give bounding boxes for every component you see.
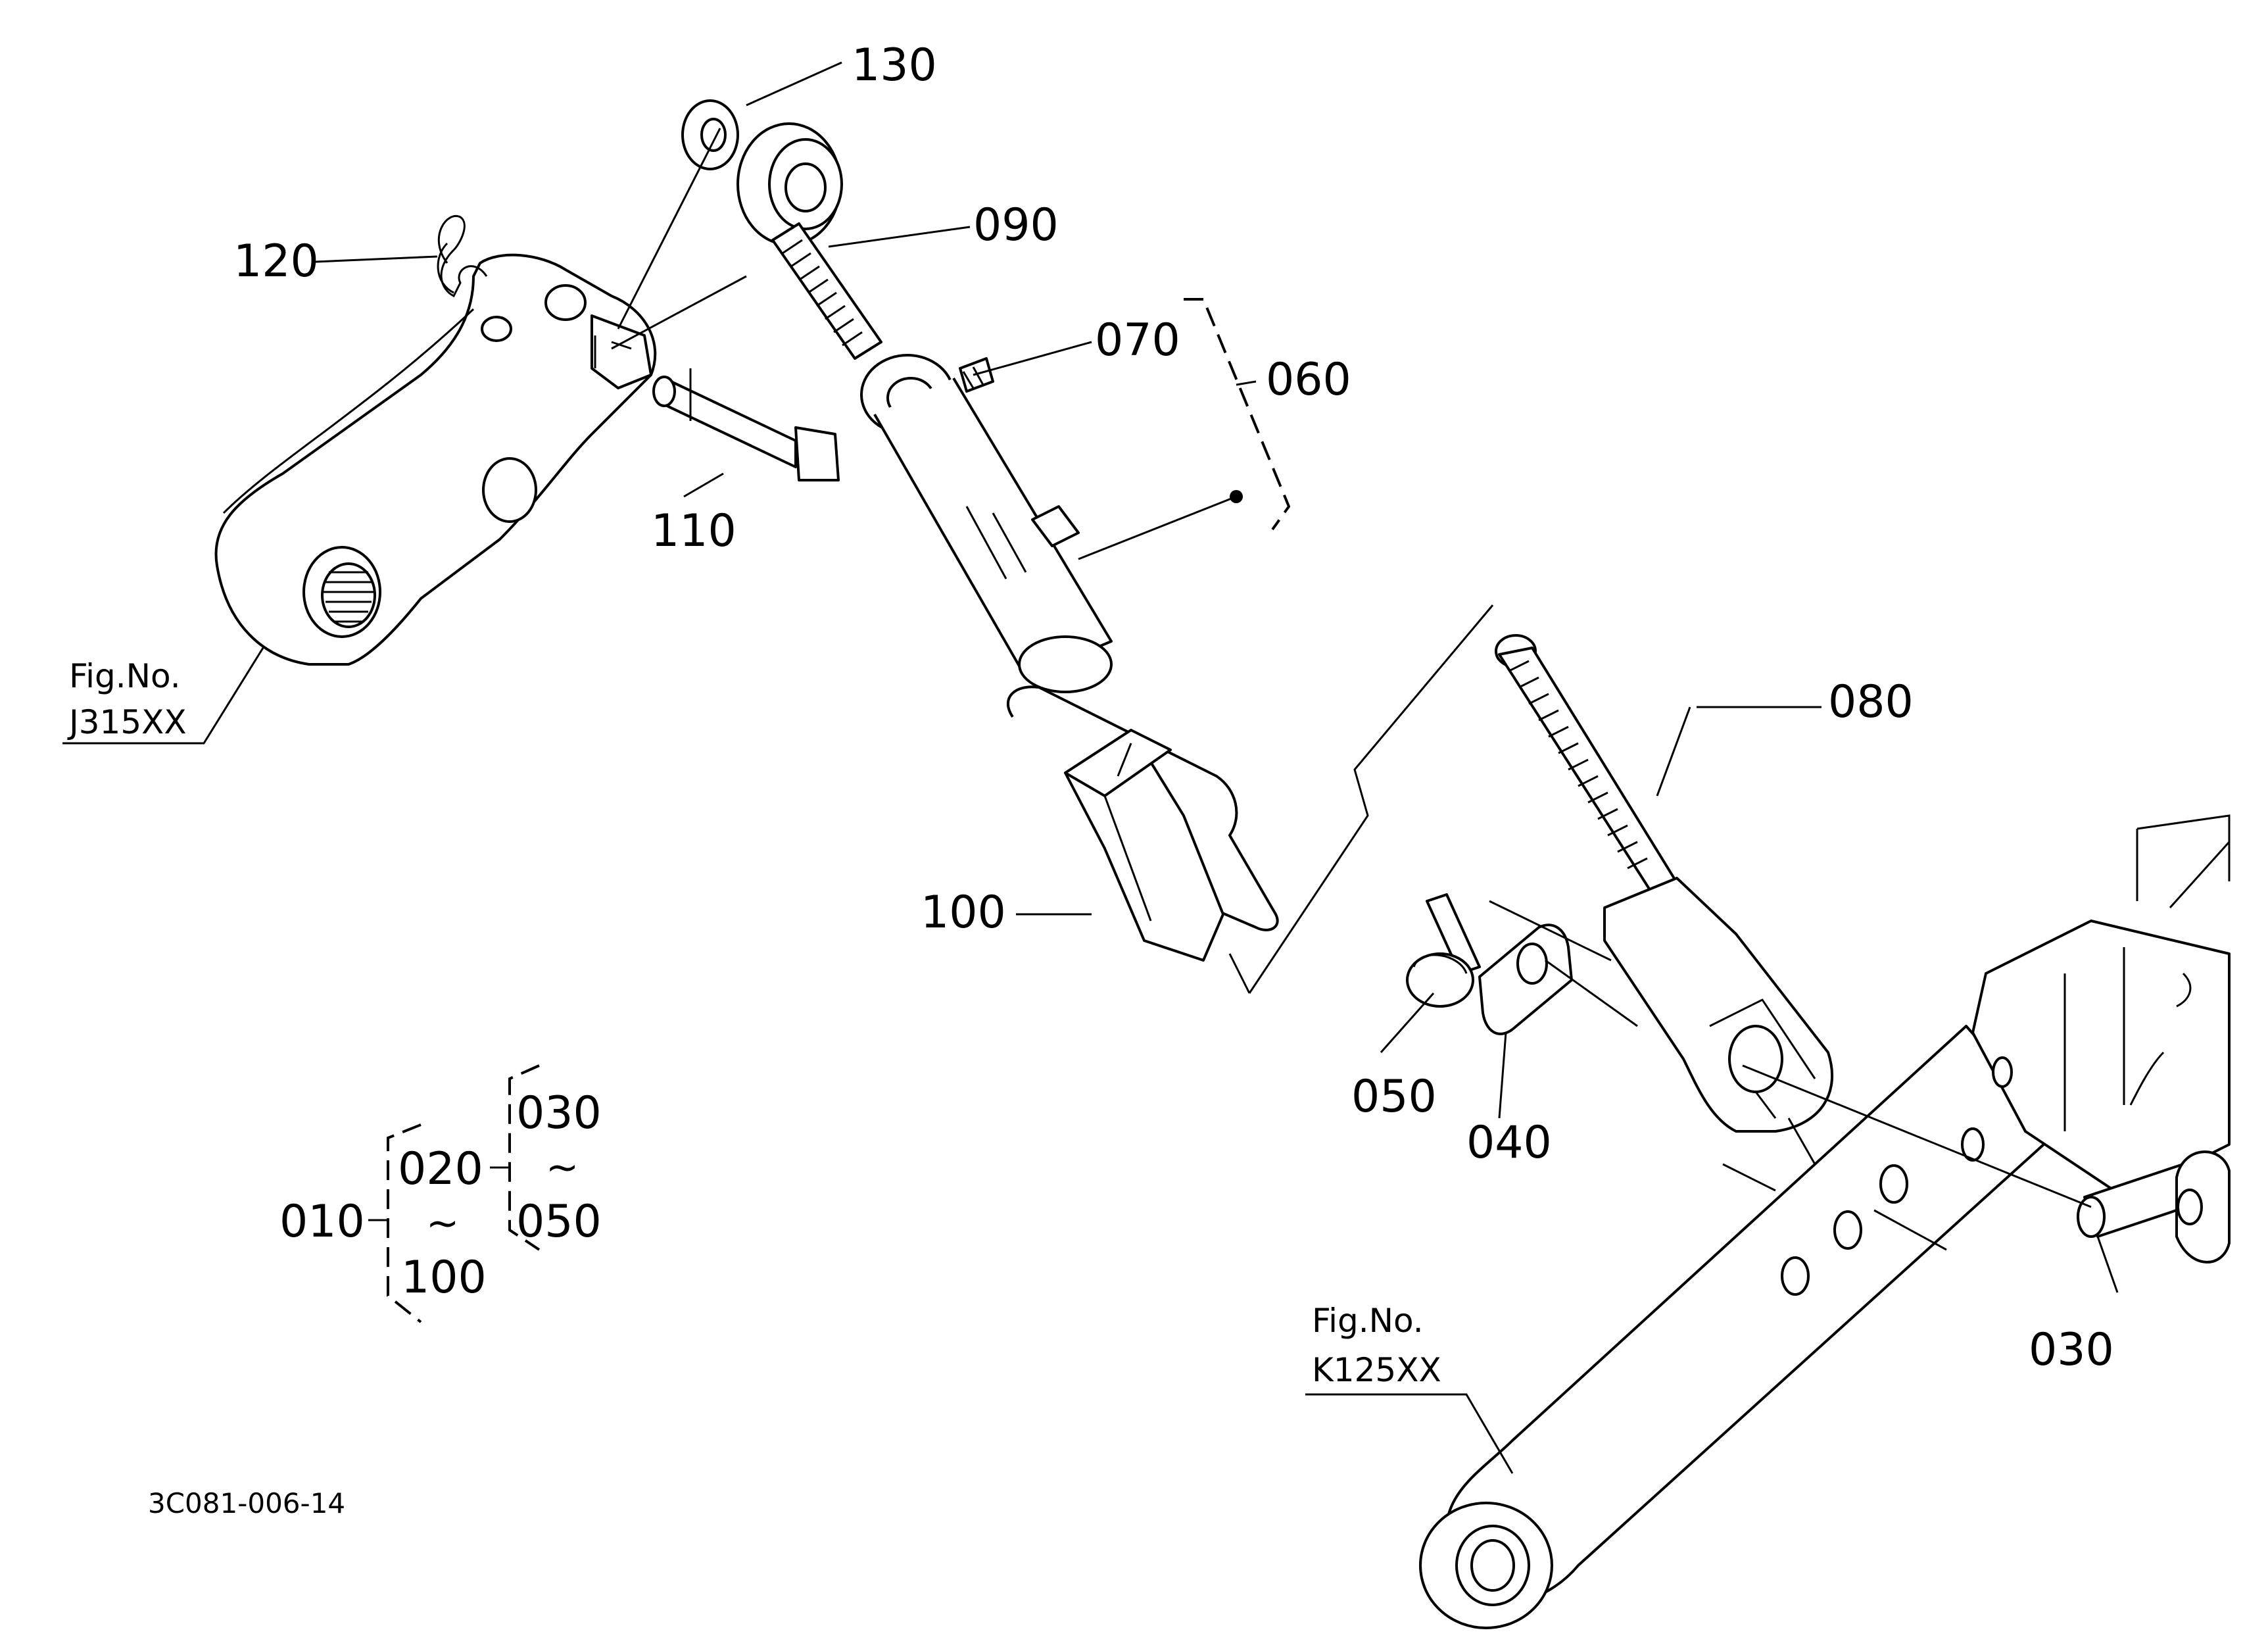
callout-030: 030 (2029, 1324, 2114, 1376)
part-hierarchy: 010 020 ~ 100 030 ~ 050 (279, 1087, 602, 1304)
callout-120: 120 (233, 235, 319, 287)
callout-040: 040 (1466, 1117, 1552, 1169)
hierarchy-020: 020 (398, 1143, 483, 1195)
rod-080 (1495, 634, 1834, 1133)
plate-040 (1478, 923, 1573, 1035)
hierarchy-braces (368, 1064, 541, 1323)
hierarchy-root: 010 (279, 1196, 365, 1248)
washer-130 (681, 99, 739, 170)
hierarchy-050: 050 (516, 1196, 602, 1248)
callout-050: 050 (1351, 1071, 1437, 1123)
callout-060: 060 (1266, 354, 1351, 406)
callout-130: 130 (852, 39, 937, 91)
drawing-code: 3C081-006-14 (148, 1487, 345, 1519)
left-fig-code: J315XX (67, 703, 187, 741)
pin-030 (2077, 1150, 2231, 1264)
callout-110: 110 (651, 505, 736, 557)
callout-100: 100 (921, 887, 1006, 939)
pin-110 (652, 368, 840, 481)
ball-end-090 (736, 122, 882, 360)
snap-pin-120 (437, 215, 488, 298)
hierarchy-100: 100 (401, 1252, 487, 1304)
callout-labels: 130 120 090 070 060 110 100 080 050 040 … (233, 39, 2114, 1376)
bracket-100 (1006, 685, 1279, 962)
figure-references: Fig.No. J315XX Fig.No. K125XX (67, 657, 1441, 1389)
right-fig-label: Fig.No. (1312, 1302, 1424, 1340)
lift-arm (214, 253, 657, 666)
top-link-tube-060 (860, 354, 1113, 693)
leader-lines (62, 61, 2119, 1474)
hierarchy-tilde-2: ~ (546, 1144, 579, 1191)
callout-090: 090 (973, 199, 1059, 251)
left-fig-label: Fig.No. (69, 657, 181, 695)
right-fig-code: K125XX (1312, 1351, 1441, 1389)
pin-050 (1406, 893, 1481, 1008)
callout-080: 080 (1828, 676, 1914, 728)
hierarchy-030: 030 (516, 1087, 602, 1139)
callout-070: 070 (1095, 314, 1180, 366)
hierarchy-tilde-1: ~ (426, 1200, 459, 1246)
